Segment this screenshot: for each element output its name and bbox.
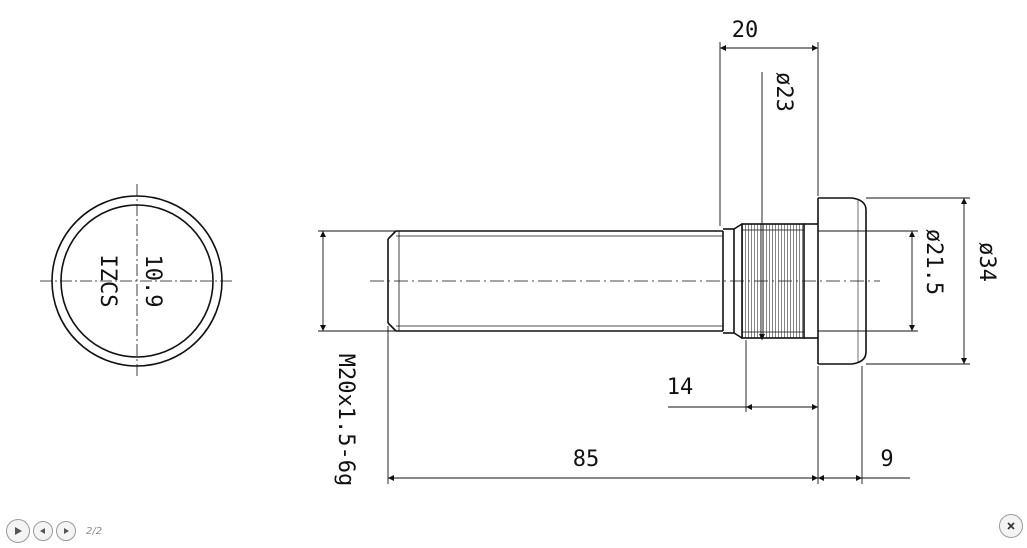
dim-label-9: 9 xyxy=(880,447,893,472)
bolt-head xyxy=(817,197,867,365)
bolt-side-view xyxy=(370,197,880,365)
play-icon xyxy=(15,527,22,535)
neck xyxy=(723,223,743,339)
dim-label-dia-34: ø34 xyxy=(974,242,999,282)
play-button[interactable] xyxy=(6,519,30,543)
dim-label-14: 14 xyxy=(667,375,694,400)
dimension-lines xyxy=(318,42,970,484)
close-button[interactable] xyxy=(999,514,1023,538)
next-button[interactable] xyxy=(56,521,76,541)
dim-label-85: 85 xyxy=(573,447,600,472)
end-view: 10.9 IZCS xyxy=(40,184,234,378)
dim-label-dia-21-5: ø21.5 xyxy=(921,229,946,295)
dimension-labels: 20 ø23 ø21.5 ø34 M20x1.5-6g 14 85 9 xyxy=(333,18,999,486)
dim-label-20: 20 xyxy=(732,18,759,43)
next-icon xyxy=(64,528,69,534)
viewer-controls: 2/2 xyxy=(6,519,102,543)
close-icon xyxy=(1007,522,1015,530)
end-view-mark-text: IZCS xyxy=(95,255,120,308)
previous-button[interactable] xyxy=(33,521,53,541)
page-indicator: 2/2 xyxy=(86,525,103,537)
dim-label-thread: M20x1.5-6g xyxy=(333,354,358,486)
end-view-grade-text: 10.9 xyxy=(140,255,165,308)
knurled-section xyxy=(741,223,818,339)
dim-label-dia-23: ø23 xyxy=(771,72,796,112)
threaded-shaft xyxy=(387,230,724,332)
previous-icon xyxy=(40,528,45,534)
